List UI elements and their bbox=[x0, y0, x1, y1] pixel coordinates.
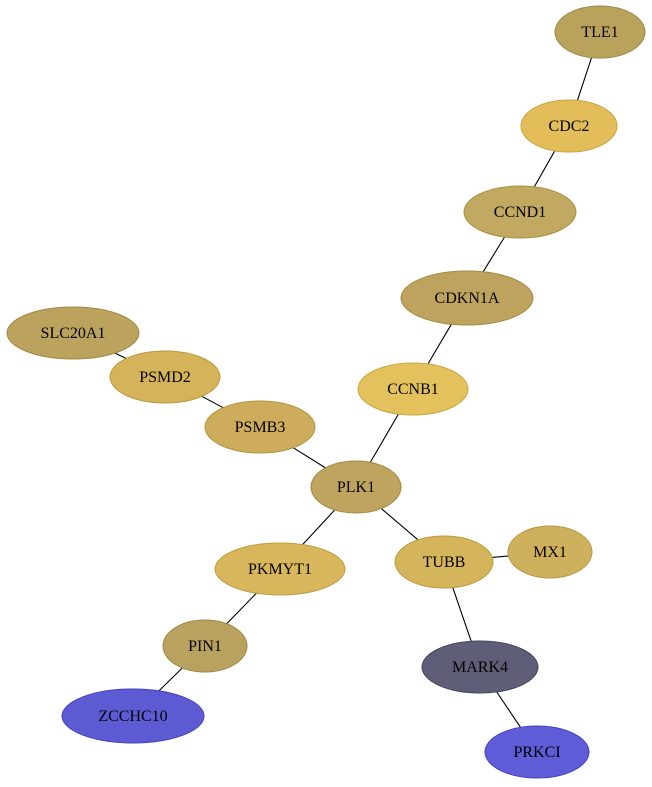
edge-psmb3-plk1 bbox=[292, 447, 326, 469]
node-cdkn1a[interactable]: CDKN1A bbox=[400, 270, 534, 326]
node-label: SLC20A1 bbox=[41, 325, 106, 342]
node-zcchc10[interactable]: ZCCHC10 bbox=[61, 688, 205, 744]
node-shape bbox=[310, 460, 402, 514]
node-shape bbox=[357, 362, 469, 416]
node-label: PSMB3 bbox=[235, 419, 286, 436]
node-label: PLK1 bbox=[337, 479, 375, 496]
node-ccnb1[interactable]: CCNB1 bbox=[357, 362, 469, 416]
edge-tle1-cdc2 bbox=[576, 57, 593, 101]
node-label: MARK4 bbox=[452, 659, 508, 676]
node-shape bbox=[204, 400, 316, 454]
node-shape bbox=[6, 306, 140, 360]
node-prkci[interactable]: PRKCI bbox=[484, 725, 590, 779]
node-tle1[interactable]: TLE1 bbox=[554, 5, 646, 59]
edge-mark4-prkci bbox=[496, 691, 521, 728]
node-shape bbox=[162, 619, 248, 673]
node-pkmyt1[interactable]: PKMYT1 bbox=[214, 542, 346, 596]
node-label: CDC2 bbox=[549, 118, 590, 135]
node-shape bbox=[394, 535, 494, 589]
node-label: TUBB bbox=[423, 554, 466, 571]
node-mx1[interactable]: MX1 bbox=[507, 525, 593, 579]
node-shape bbox=[400, 270, 534, 326]
node-ccnd1[interactable]: CCND1 bbox=[463, 185, 577, 239]
node-shape bbox=[463, 185, 577, 239]
node-shape bbox=[214, 542, 346, 596]
node-label: CCND1 bbox=[494, 204, 546, 221]
node-label: TLE1 bbox=[581, 24, 618, 41]
node-shape bbox=[484, 725, 590, 779]
node-psmd2[interactable]: PSMD2 bbox=[109, 350, 221, 404]
node-shape bbox=[507, 525, 593, 579]
node-shape bbox=[421, 640, 539, 694]
edge-ccnd1-cdkn1a bbox=[482, 236, 506, 273]
node-cdc2[interactable]: CDC2 bbox=[520, 99, 618, 153]
node-label: PIN1 bbox=[188, 638, 222, 655]
node-pin1[interactable]: PIN1 bbox=[162, 619, 248, 673]
edges-layer bbox=[114, 57, 593, 728]
node-shape bbox=[109, 350, 221, 404]
edge-pkmyt1-pin1 bbox=[226, 592, 257, 625]
node-label: PKMYT1 bbox=[248, 561, 312, 578]
node-psmb3[interactable]: PSMB3 bbox=[204, 400, 316, 454]
node-label: MX1 bbox=[533, 544, 567, 561]
edge-tubb-mark4 bbox=[452, 587, 472, 642]
node-tubb[interactable]: TUBB bbox=[394, 535, 494, 589]
node-label: CCNB1 bbox=[387, 381, 439, 398]
node-plk1[interactable]: PLK1 bbox=[310, 460, 402, 514]
edge-psmd2-psmb3 bbox=[201, 395, 224, 409]
edge-pin1-zcchc10 bbox=[158, 667, 183, 692]
edge-slc20a1-psmd2 bbox=[114, 352, 127, 359]
node-shape bbox=[554, 5, 646, 59]
node-shape bbox=[520, 99, 618, 153]
node-shape bbox=[61, 688, 205, 744]
node-label: PRKCI bbox=[513, 744, 560, 761]
edge-cdc2-ccnd1 bbox=[533, 150, 556, 188]
node-label: ZCCHC10 bbox=[98, 708, 167, 725]
edge-tubb-mx1 bbox=[492, 555, 509, 558]
edge-plk1-tubb bbox=[380, 508, 419, 541]
edge-cdkn1a-ccnb1 bbox=[427, 323, 452, 365]
node-label: CDKN1A bbox=[435, 290, 500, 307]
edge-ccnb1-plk1 bbox=[369, 413, 399, 463]
node-slc20a1[interactable]: SLC20A1 bbox=[6, 306, 140, 360]
node-mark4[interactable]: MARK4 bbox=[421, 640, 539, 694]
edge-plk1-pkmyt1 bbox=[302, 509, 336, 545]
node-label: PSMD2 bbox=[139, 369, 191, 386]
